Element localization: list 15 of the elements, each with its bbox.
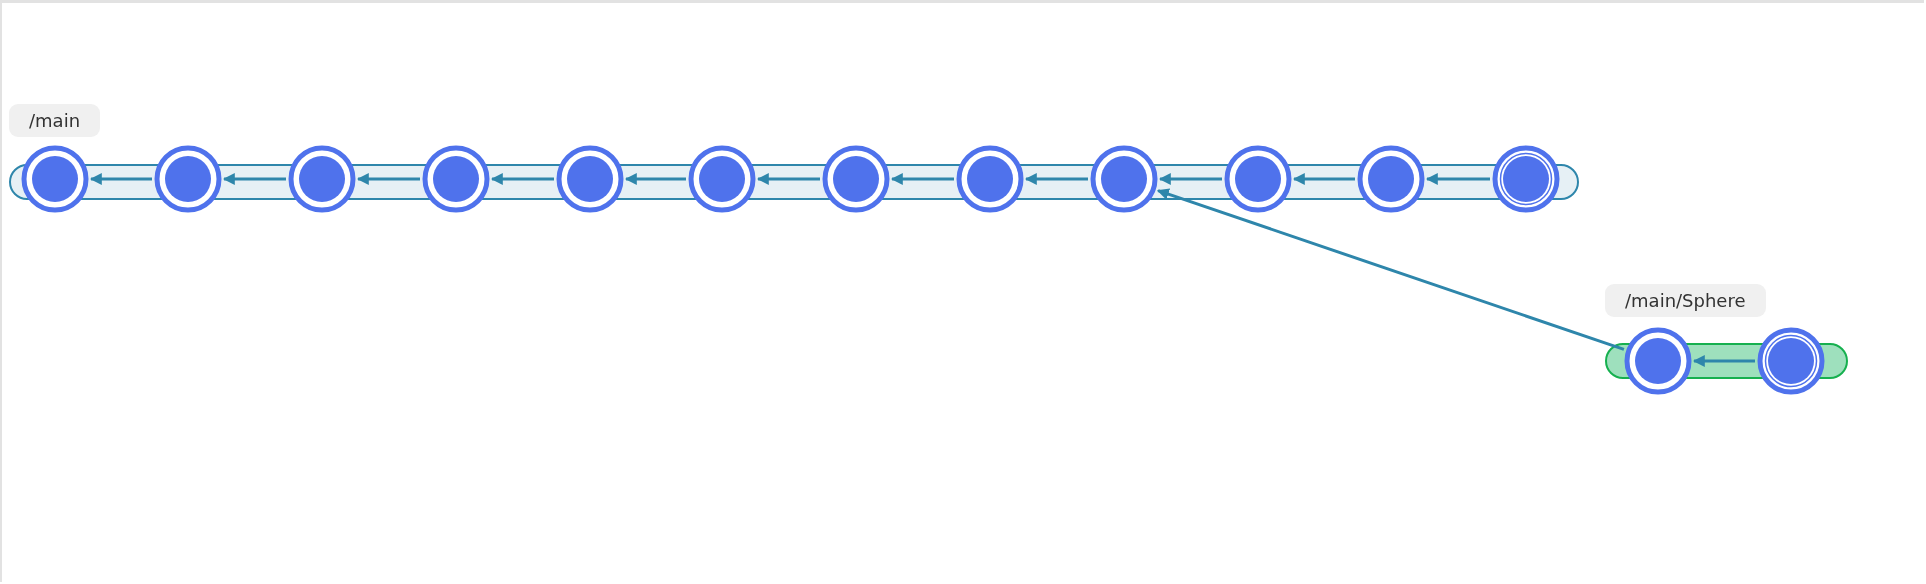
- arrow: [89, 173, 152, 185]
- arrow: [1425, 173, 1490, 185]
- branch-label: /main/Sphere: [1605, 284, 1766, 317]
- arrow: [1692, 355, 1755, 367]
- arrow: [1158, 173, 1222, 185]
- arrow: [1024, 173, 1088, 185]
- arrow: [1292, 173, 1355, 185]
- branch-label: /main: [9, 104, 101, 137]
- arrow: [756, 173, 820, 185]
- arrow: [356, 173, 420, 185]
- arrow: [222, 173, 286, 185]
- arrow: [490, 173, 554, 185]
- arrow: [624, 173, 686, 185]
- arrow: [890, 173, 954, 185]
- arrow: [1156, 188, 1625, 351]
